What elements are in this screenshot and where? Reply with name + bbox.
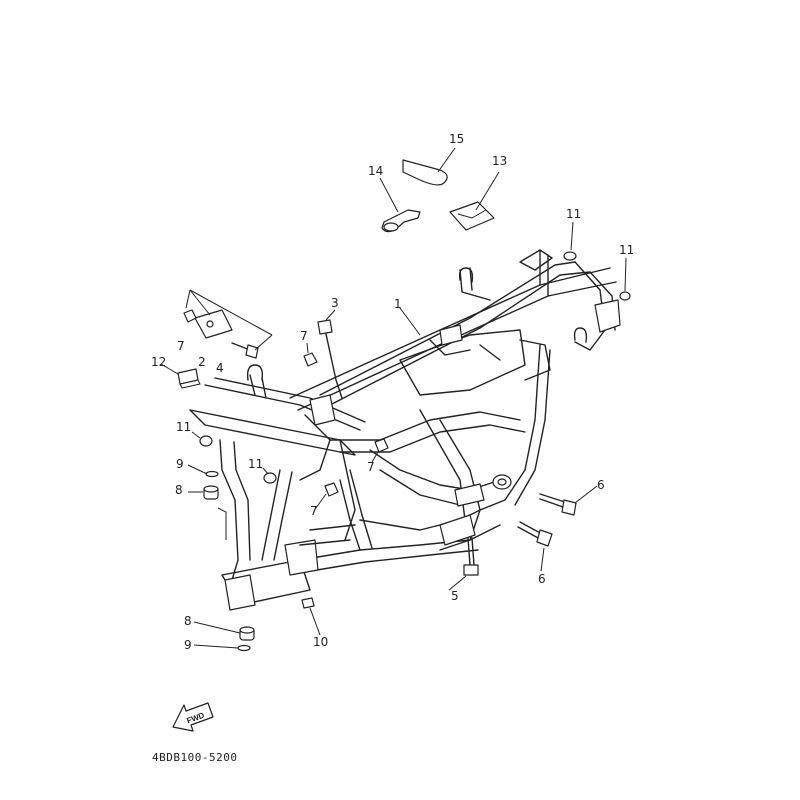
callout-1: 1 [394,297,402,311]
callout-labels: 1 2 3 4 5 6 6 7 7 7 7 8 8 9 9 10 11 11 1… [151,132,634,652]
part-7-nut-d [324,482,339,497]
callout-6-lower: 6 [538,572,546,586]
part-3-bolt [317,319,343,399]
part-12-block [177,368,201,389]
part-11-cap-b [619,291,631,301]
drawing-code: 4BDB100-5200 [152,751,237,764]
callout-5: 5 [451,589,459,603]
part-7-nut-c [374,438,389,453]
part-6-bolt-upper [539,493,577,516]
callout-9-upper: 9 [176,457,184,471]
callout-13: 13 [492,154,507,168]
part-2-bracket [194,309,233,339]
part-9-washer-lower [237,644,251,652]
part-13-plate [449,201,495,231]
part-11-cap-d [263,472,277,484]
part-9-washer-upper [205,470,219,478]
callout-7-b: 7 [300,329,308,343]
part-15-pad [402,159,448,186]
group-bracket-lines [185,289,273,540]
part-11-cap-c [199,435,213,447]
callout-7-c: 7 [367,460,375,474]
part-7-nut-a [183,309,197,323]
callout-11-a: 11 [566,207,581,221]
callout-14: 14 [368,164,383,178]
callout-11-d: 11 [248,457,263,471]
part-5-bolt [463,537,479,576]
part-14-clip [381,209,421,233]
callout-12: 12 [151,355,166,369]
callout-9-lower: 9 [184,638,192,652]
callout-4: 4 [216,361,224,375]
callout-8-upper: 8 [175,483,183,497]
fwd-arrow-icon: FWD [172,702,214,732]
part-7-nut-b [303,352,318,367]
callout-11-c: 11 [176,420,191,434]
callout-7-a: 7 [177,339,185,353]
callout-10: 10 [313,635,328,649]
callout-3: 3 [331,296,339,310]
callout-6-upper: 6 [597,478,605,492]
callout-15: 15 [449,132,464,146]
part-4-bolt [231,342,259,359]
callout-2: 2 [198,355,206,369]
callout-8-lower: 8 [184,614,192,628]
part-8-damper-lower [239,626,255,641]
callout-7-d: 7 [310,504,318,518]
part-6-bolt-lower [517,521,553,547]
part-10-screw [301,597,315,609]
callout-11-b: 11 [619,243,634,257]
leader-lines [160,147,627,649]
part-8-damper-upper [203,485,219,500]
part-11-cap-a [563,251,577,261]
part-1-frame [189,249,621,611]
